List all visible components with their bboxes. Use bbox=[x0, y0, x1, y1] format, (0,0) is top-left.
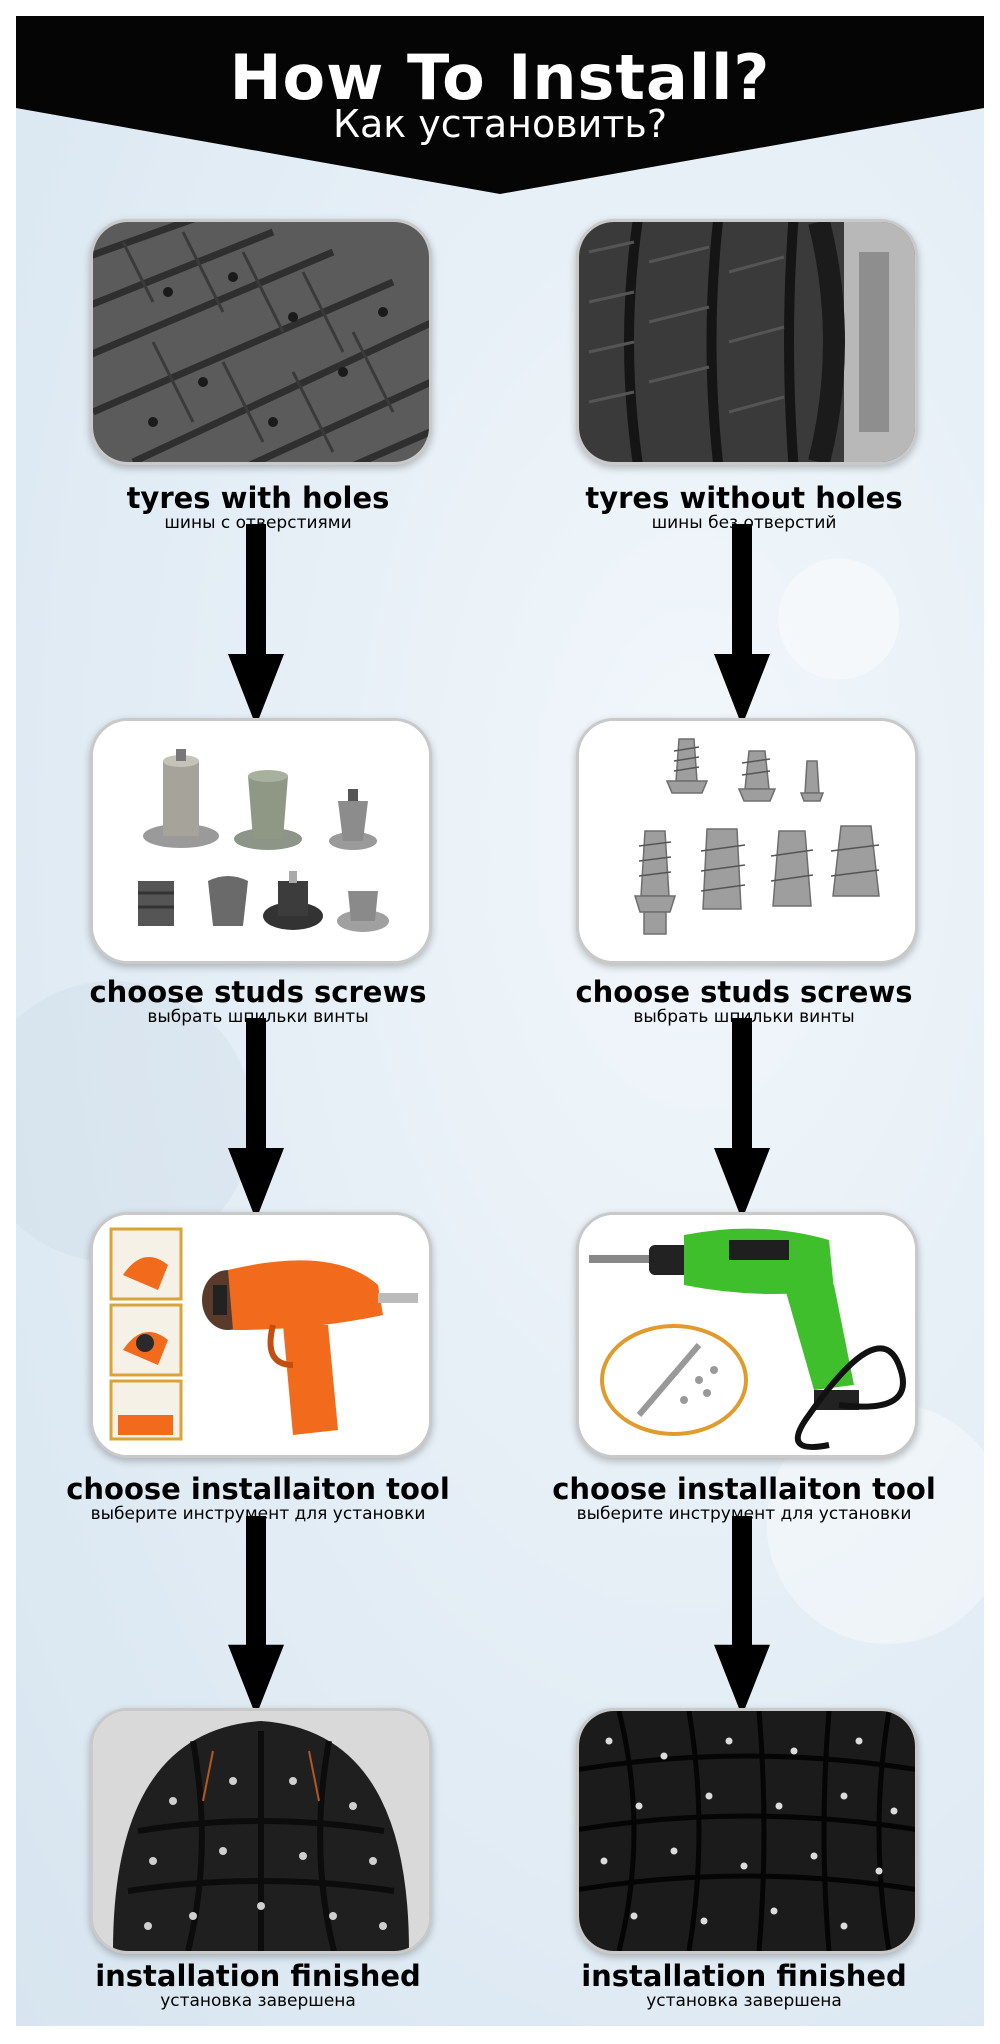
step-title: tyres without holes bbox=[585, 481, 903, 515]
step-title: choose studs screws bbox=[575, 975, 913, 1009]
down-arrow-icon bbox=[712, 524, 772, 726]
page-title: How To Install? bbox=[229, 41, 771, 114]
infographic-frame: How To Install? Как установить? bbox=[16, 16, 984, 2026]
tyre-without-holes-photo bbox=[576, 219, 918, 465]
step-label: choose studs screws выбрать шпильки винт… bbox=[76, 976, 440, 1026]
step-title: installation finished bbox=[581, 1959, 907, 1993]
step-label: installation finished установка завершен… bbox=[562, 1960, 926, 2010]
header-banner: How To Install? Как установить? bbox=[16, 16, 984, 196]
down-arrow-icon bbox=[226, 1516, 286, 1716]
page-subtitle: Как установить? bbox=[333, 102, 667, 146]
carbide-studs-photo bbox=[90, 718, 432, 964]
down-arrow-icon bbox=[226, 524, 286, 726]
step-subtitle: шины без отверстий bbox=[651, 513, 837, 533]
down-arrow-icon bbox=[712, 1018, 772, 1220]
green-drill-photo bbox=[576, 1212, 918, 1458]
step-subtitle: шины с отверстиями bbox=[164, 513, 352, 533]
step-title: choose installaiton tool bbox=[66, 1472, 450, 1506]
tyre-with-holes-photo bbox=[90, 219, 432, 465]
studded-tyre-photo bbox=[576, 1708, 918, 1954]
studded-tyre-photo bbox=[90, 1708, 432, 1954]
step-label: choose installaiton tool выберите инстру… bbox=[552, 1473, 936, 1523]
down-arrow-icon bbox=[712, 1516, 772, 1716]
step-subtitle: выбрать шпильки винты bbox=[147, 1007, 369, 1027]
step-subtitle: выбрать шпильки винты bbox=[633, 1007, 855, 1027]
step-label: choose installaiton tool выберите инстру… bbox=[66, 1473, 450, 1523]
step-subtitle: установка завершена bbox=[646, 1991, 842, 2011]
step-label: installation finished установка завершен… bbox=[76, 1960, 440, 2010]
down-arrow-icon bbox=[226, 1018, 286, 1220]
step-title: tyres with holes bbox=[126, 481, 390, 515]
step-title: choose installaiton tool bbox=[552, 1472, 936, 1506]
step-title: choose studs screws bbox=[89, 975, 427, 1009]
step-title: installation finished bbox=[95, 1959, 421, 1993]
step-subtitle: выберите инструмент для установки bbox=[90, 1504, 426, 1524]
orange-stud-gun-photo bbox=[90, 1212, 432, 1458]
step-label: choose studs screws выбрать шпильки винт… bbox=[562, 976, 926, 1026]
screw-studs-photo bbox=[576, 718, 918, 964]
step-subtitle: выберите инструмент для установки bbox=[576, 1504, 912, 1524]
step-subtitle: установка завершена bbox=[160, 1991, 356, 2011]
step-label: tyres with holes шины с отверстиями bbox=[76, 482, 440, 532]
step-label: tyres without holes шины без отверстий bbox=[562, 482, 926, 532]
